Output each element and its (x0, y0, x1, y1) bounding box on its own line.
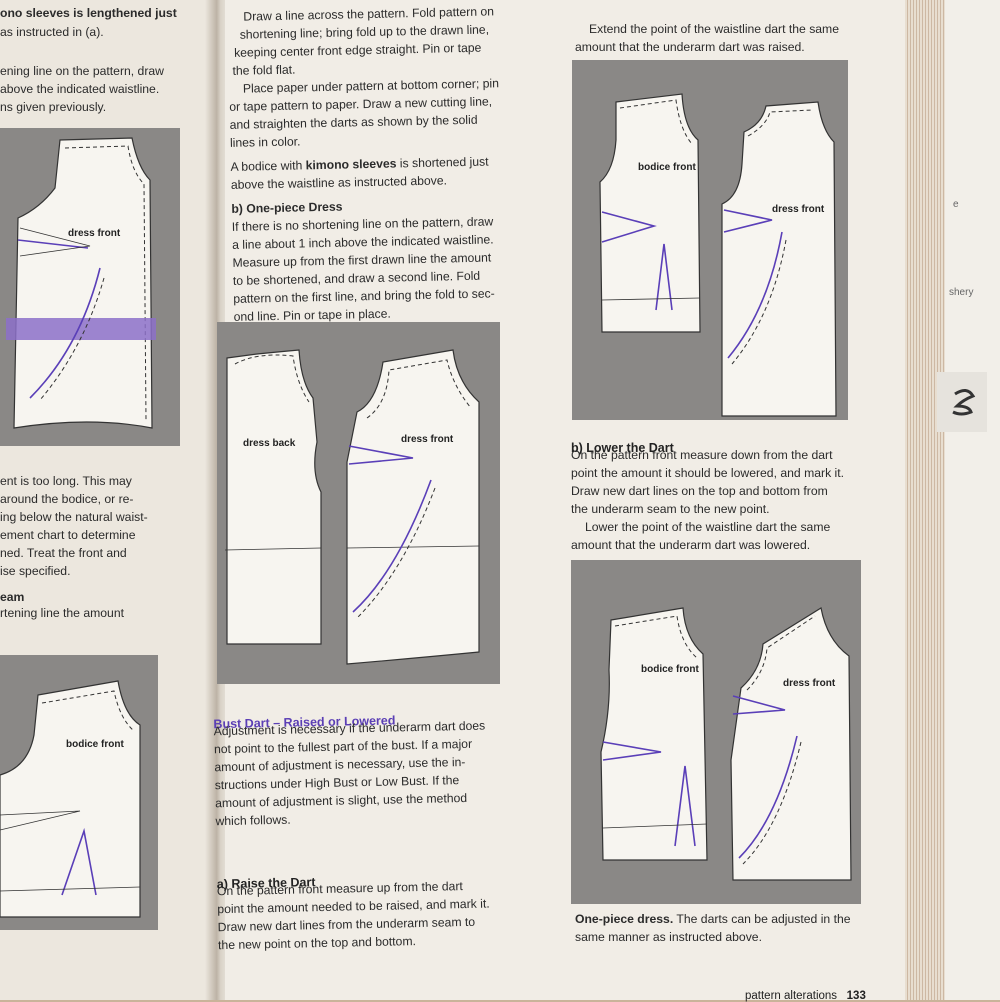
body-line: lines in color. (229, 134, 301, 150)
lower-dart-heading: b) Lower the Dart (571, 440, 674, 455)
left-line: ise specified. (0, 564, 71, 578)
left-line: as instructed in (a). (0, 25, 104, 39)
body-line: the fold flat. (232, 62, 296, 78)
left-heading: eam (0, 590, 25, 604)
middle-text-block: Draw a line across the pattern. Fold pat… (225, 0, 522, 330)
figure-label: dress front (783, 678, 836, 689)
page-edges (905, 0, 945, 1000)
body-line: amount that the underarm dart was lowere… (571, 538, 811, 552)
body-line: the new point on the top and bottom. (217, 934, 417, 953)
left-line: ement chart to determine (0, 528, 136, 542)
body-line: the underarm seam to the new point. (571, 502, 770, 516)
running-footer: pattern alterations 133 (745, 989, 866, 1002)
figure-label: bodice front (66, 739, 124, 750)
left-line: rtening line the amount (0, 606, 124, 620)
body-line: On the pattern front measure down from t… (571, 448, 833, 462)
main-page: Draw a line across the pattern. Fold pat… (213, 0, 915, 1002)
body-line: which follows. (215, 812, 291, 829)
adjacent-book: e shery (937, 0, 1000, 1000)
figure-caption: One-piece dress. The darts can be adjust… (575, 912, 851, 926)
adjacent-illustration (937, 372, 987, 432)
figure-caption-line2: same manner as instructed above. (575, 930, 762, 944)
body-line: keeping center front edge straight. Pin … (233, 40, 482, 60)
body-line: Draw new dart lines on the top and botto… (571, 484, 828, 498)
body-line: Lower the point of the waistline dart th… (585, 520, 831, 534)
left-line: ono sleeves is lengthened just (0, 6, 177, 20)
body-line: above the waistline as instructed above. (230, 173, 448, 192)
left-page: ono sleeves is lengthened just as instru… (0, 0, 212, 1000)
raise-dart-figure: bodice front dress front (572, 60, 848, 420)
left-line: ns given previously. (0, 100, 107, 114)
page-number: 133 (846, 989, 866, 1002)
figure-label: dress front (68, 228, 121, 239)
side-fragment: shery (949, 287, 974, 298)
dress-back-front-figure: dress back dress front (217, 322, 500, 684)
onepiece-heading: b) One-piece Dress (231, 199, 343, 216)
bust-dart-section: Bust Dart – Raised or Lowered Adjustment… (213, 696, 521, 992)
left-line: ening line on the pattern, draw (0, 64, 164, 78)
figure-label: bodice front (638, 162, 696, 173)
side-fragment: e (953, 199, 959, 210)
left-line: ing below the natural waist- (0, 510, 148, 524)
body-line: and straighten the darts as shown by the… (229, 112, 478, 132)
lower-dart-figure: bodice front dress front (571, 560, 861, 904)
body-line: Extend the point of the waistline dart t… (589, 22, 839, 36)
figure-label: dress back (243, 438, 296, 449)
left-line: above the indicated waistline. (0, 82, 160, 96)
left-line: around the bodice, or re- (0, 492, 134, 506)
figure-label: dress front (401, 434, 454, 445)
bodice-front-figure-left: bodice front (0, 655, 158, 930)
left-line: ned. Treat the front and (0, 546, 127, 560)
figure-label: dress front (772, 204, 825, 215)
dress-front-shorten-figure: dress front (0, 128, 180, 446)
body-line: amount of adjustment is slight, use the … (214, 790, 468, 811)
left-line: ent is too long. This may (0, 474, 132, 488)
body-line: point the amount it should be lowered, a… (571, 466, 845, 480)
body-line: amount that the underarm dart was raised… (575, 40, 805, 54)
figure-label: bodice front (641, 664, 699, 675)
